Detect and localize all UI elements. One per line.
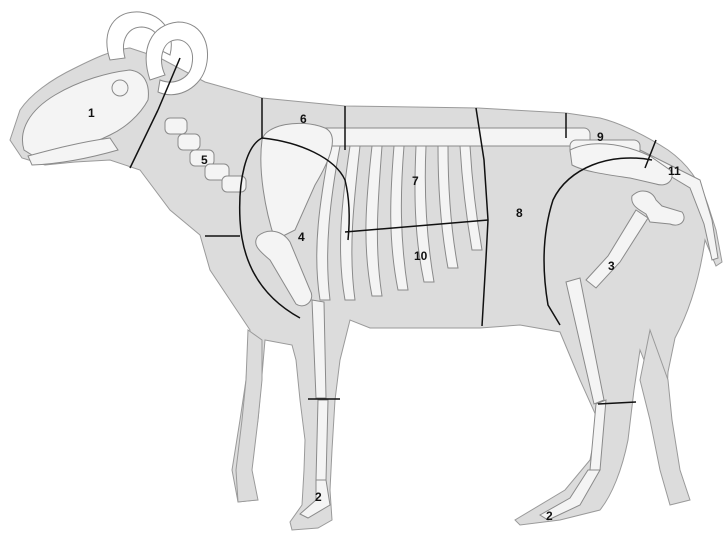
label-shoulder: 4 — [298, 230, 305, 244]
label-neck: 5 — [201, 153, 208, 167]
label-foot-hind: 2 — [546, 509, 553, 523]
label-foot-front: 2 — [315, 490, 322, 504]
label-rump: 9 — [597, 130, 604, 144]
label-flank: 10 — [414, 249, 428, 263]
label-tail: 11 — [668, 164, 681, 178]
label-head: 1 — [88, 106, 95, 120]
far-front-leg — [236, 330, 262, 502]
label-rib: 7 — [412, 174, 419, 188]
front-cannon-bone — [316, 400, 328, 480]
label-hind-leg: 3 — [608, 259, 615, 273]
label-shoulder-top: 6 — [300, 112, 307, 126]
eye-socket — [112, 80, 128, 96]
label-loin: 8 — [516, 206, 523, 220]
